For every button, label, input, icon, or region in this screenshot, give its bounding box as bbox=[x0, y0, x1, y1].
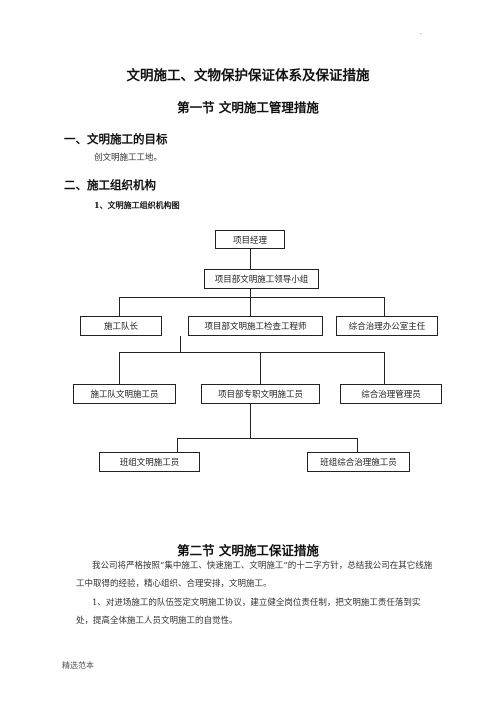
connector-l3-bus bbox=[119, 352, 385, 353]
header-mark: - bbox=[420, 30, 423, 38]
paragraph-policy: 我公司将严格按照“集中施工、快速施工、文明施工”的十二字方针，总结我公司在其它线… bbox=[76, 561, 433, 589]
section1-title: 第一节 文明施工管理措施 bbox=[177, 100, 319, 115]
connector-l3-right bbox=[384, 297, 385, 316]
connector-l3-to-bus bbox=[180, 336, 181, 352]
org-box-crew-governance-officer: 班组综合治理施工员 bbox=[307, 452, 410, 472]
connector-l4-left bbox=[119, 352, 120, 384]
connector-l5-left bbox=[177, 438, 178, 452]
org-box-crew-civil-officer: 班组文明施工员 bbox=[99, 452, 200, 472]
footer-mark: 精选范本 bbox=[62, 661, 94, 670]
connector-l4-to-bus bbox=[250, 404, 251, 438]
heading-organization: 二、施工组织机构 bbox=[64, 178, 156, 192]
connector-l4-right bbox=[384, 352, 385, 384]
org-box-team-civil-officer: 施工队文明施工员 bbox=[73, 384, 176, 404]
paragraph-agreement: 1、对进场施工的队伍签定文明施工协议，建立健全岗位责任制，把文明施工责任落到实处… bbox=[76, 598, 421, 626]
heading-civilized-goal: 一、文明施工的目标 bbox=[64, 132, 168, 146]
org-box-office-director: 综合治理办公室主任 bbox=[336, 316, 438, 336]
org-chart-title: 1、文明施工组织机构图 bbox=[94, 200, 180, 210]
section2-title: 第二节 文明施工保证措施 bbox=[177, 543, 319, 558]
connector-l3-mid bbox=[250, 297, 251, 316]
connector-l3-left bbox=[119, 297, 120, 316]
connector-l1-l2 bbox=[250, 249, 251, 269]
connector-l2-bus bbox=[119, 297, 385, 298]
org-box-inspection-engineer: 项目部文明施工检查工程师 bbox=[188, 316, 323, 336]
connector-l4-bus bbox=[177, 438, 358, 439]
document-title: 文明施工、文物保护保证体系及保证措施 bbox=[126, 68, 370, 84]
org-box-dedicated-civil-officer: 项目部专职文明施工员 bbox=[201, 384, 320, 404]
org-box-governance-manager: 综合治理管理员 bbox=[340, 384, 442, 404]
org-box-team-leader: 施工队长 bbox=[80, 316, 162, 336]
connector-l5-right bbox=[357, 438, 358, 452]
connector-l4-mid bbox=[260, 352, 261, 384]
org-box-project-manager: 项目经理 bbox=[215, 230, 285, 249]
org-box-leading-group: 项目部文明施工领导小组 bbox=[204, 269, 319, 289]
goal-text: 创文明施工工地。 bbox=[94, 153, 163, 163]
connector-l2-down bbox=[250, 289, 251, 297]
